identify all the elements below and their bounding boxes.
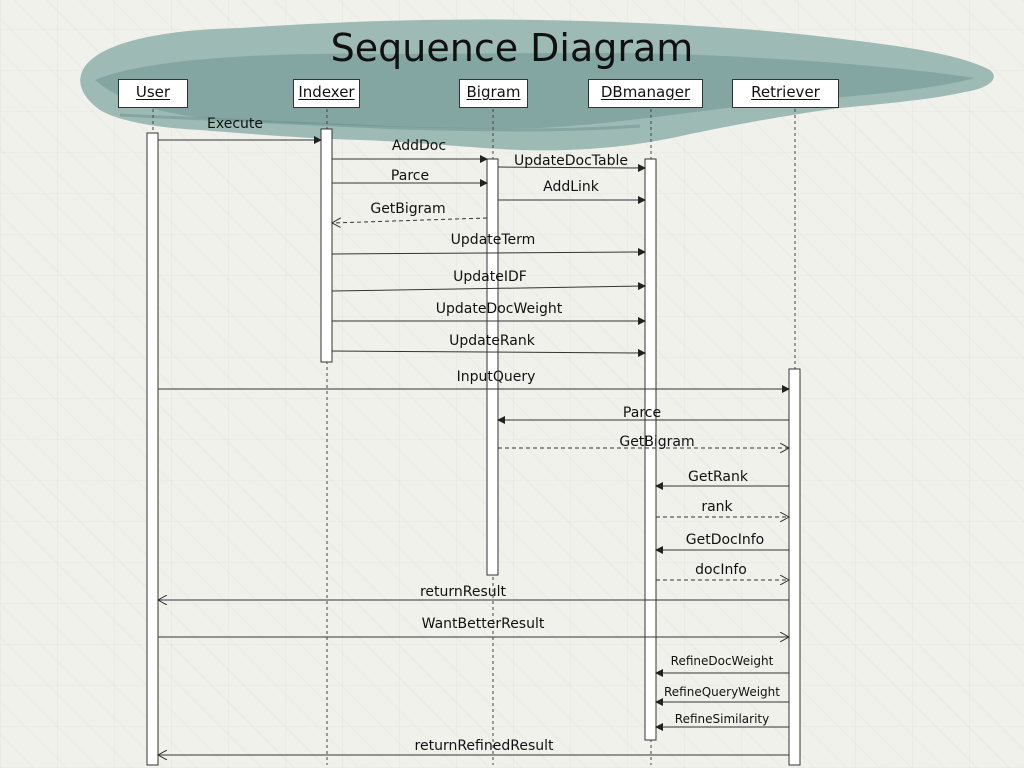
message-label: rank — [701, 499, 733, 515]
actor-indexer: Indexer — [293, 79, 360, 108]
message-arrow — [331, 282, 646, 292]
actor-label: User — [135, 83, 171, 101]
activation-bar-dbmanager — [644, 158, 657, 741]
actor-label: Indexer — [298, 83, 355, 101]
activation-bar-indexer — [320, 128, 333, 363]
message-label: docInfo — [695, 562, 747, 578]
message-label: GetBigram — [370, 201, 445, 217]
message-label: returnRefinedResult — [415, 738, 554, 754]
page-title: Sequence Diagram — [330, 26, 694, 70]
actor-user: User — [118, 79, 188, 108]
message-arrow — [497, 163, 646, 172]
message-label: InputQuery — [457, 369, 536, 385]
activation-bar-retriever — [788, 368, 801, 766]
message-arrow — [332, 217, 488, 223]
message-label: UpdateTerm — [451, 232, 536, 248]
actor-retriever: Retriever — [732, 79, 839, 108]
message-label: UpdateDocWeight — [436, 301, 563, 317]
actor-dbmanager: DBmanager — [588, 79, 703, 108]
message-label: Execute — [207, 116, 263, 132]
message-label: returnResult — [420, 584, 507, 600]
message-label: WantBetterResult — [422, 616, 545, 632]
message-label: GetBigram — [619, 434, 694, 450]
actor-bigram: Bigram — [459, 79, 528, 108]
message-label: RefineSimilarity — [675, 712, 769, 726]
message-arrow — [331, 248, 646, 257]
message-label: RefineQueryWeight — [664, 685, 780, 699]
message-label: UpdateIDF — [453, 269, 527, 285]
message-label: AddLink — [543, 179, 600, 195]
message-label: RefineDocWeight — [671, 654, 774, 668]
message-label: AddDoc — [392, 138, 446, 154]
message-label: UpdateDocTable — [514, 153, 628, 169]
message-label: GetRank — [688, 469, 749, 485]
message-label: Parce — [623, 405, 661, 421]
message-arrow — [331, 348, 646, 357]
message-label: UpdateRank — [449, 333, 536, 349]
message-label: GetDocInfo — [686, 532, 765, 548]
actor-label: DBmanager — [600, 83, 691, 101]
actor-label: Bigram — [466, 83, 521, 101]
message-label: Parce — [391, 168, 429, 184]
activation-bar-user — [146, 132, 159, 766]
activation-bar-bigram — [486, 158, 499, 576]
actor-label: Retriever — [751, 83, 820, 101]
